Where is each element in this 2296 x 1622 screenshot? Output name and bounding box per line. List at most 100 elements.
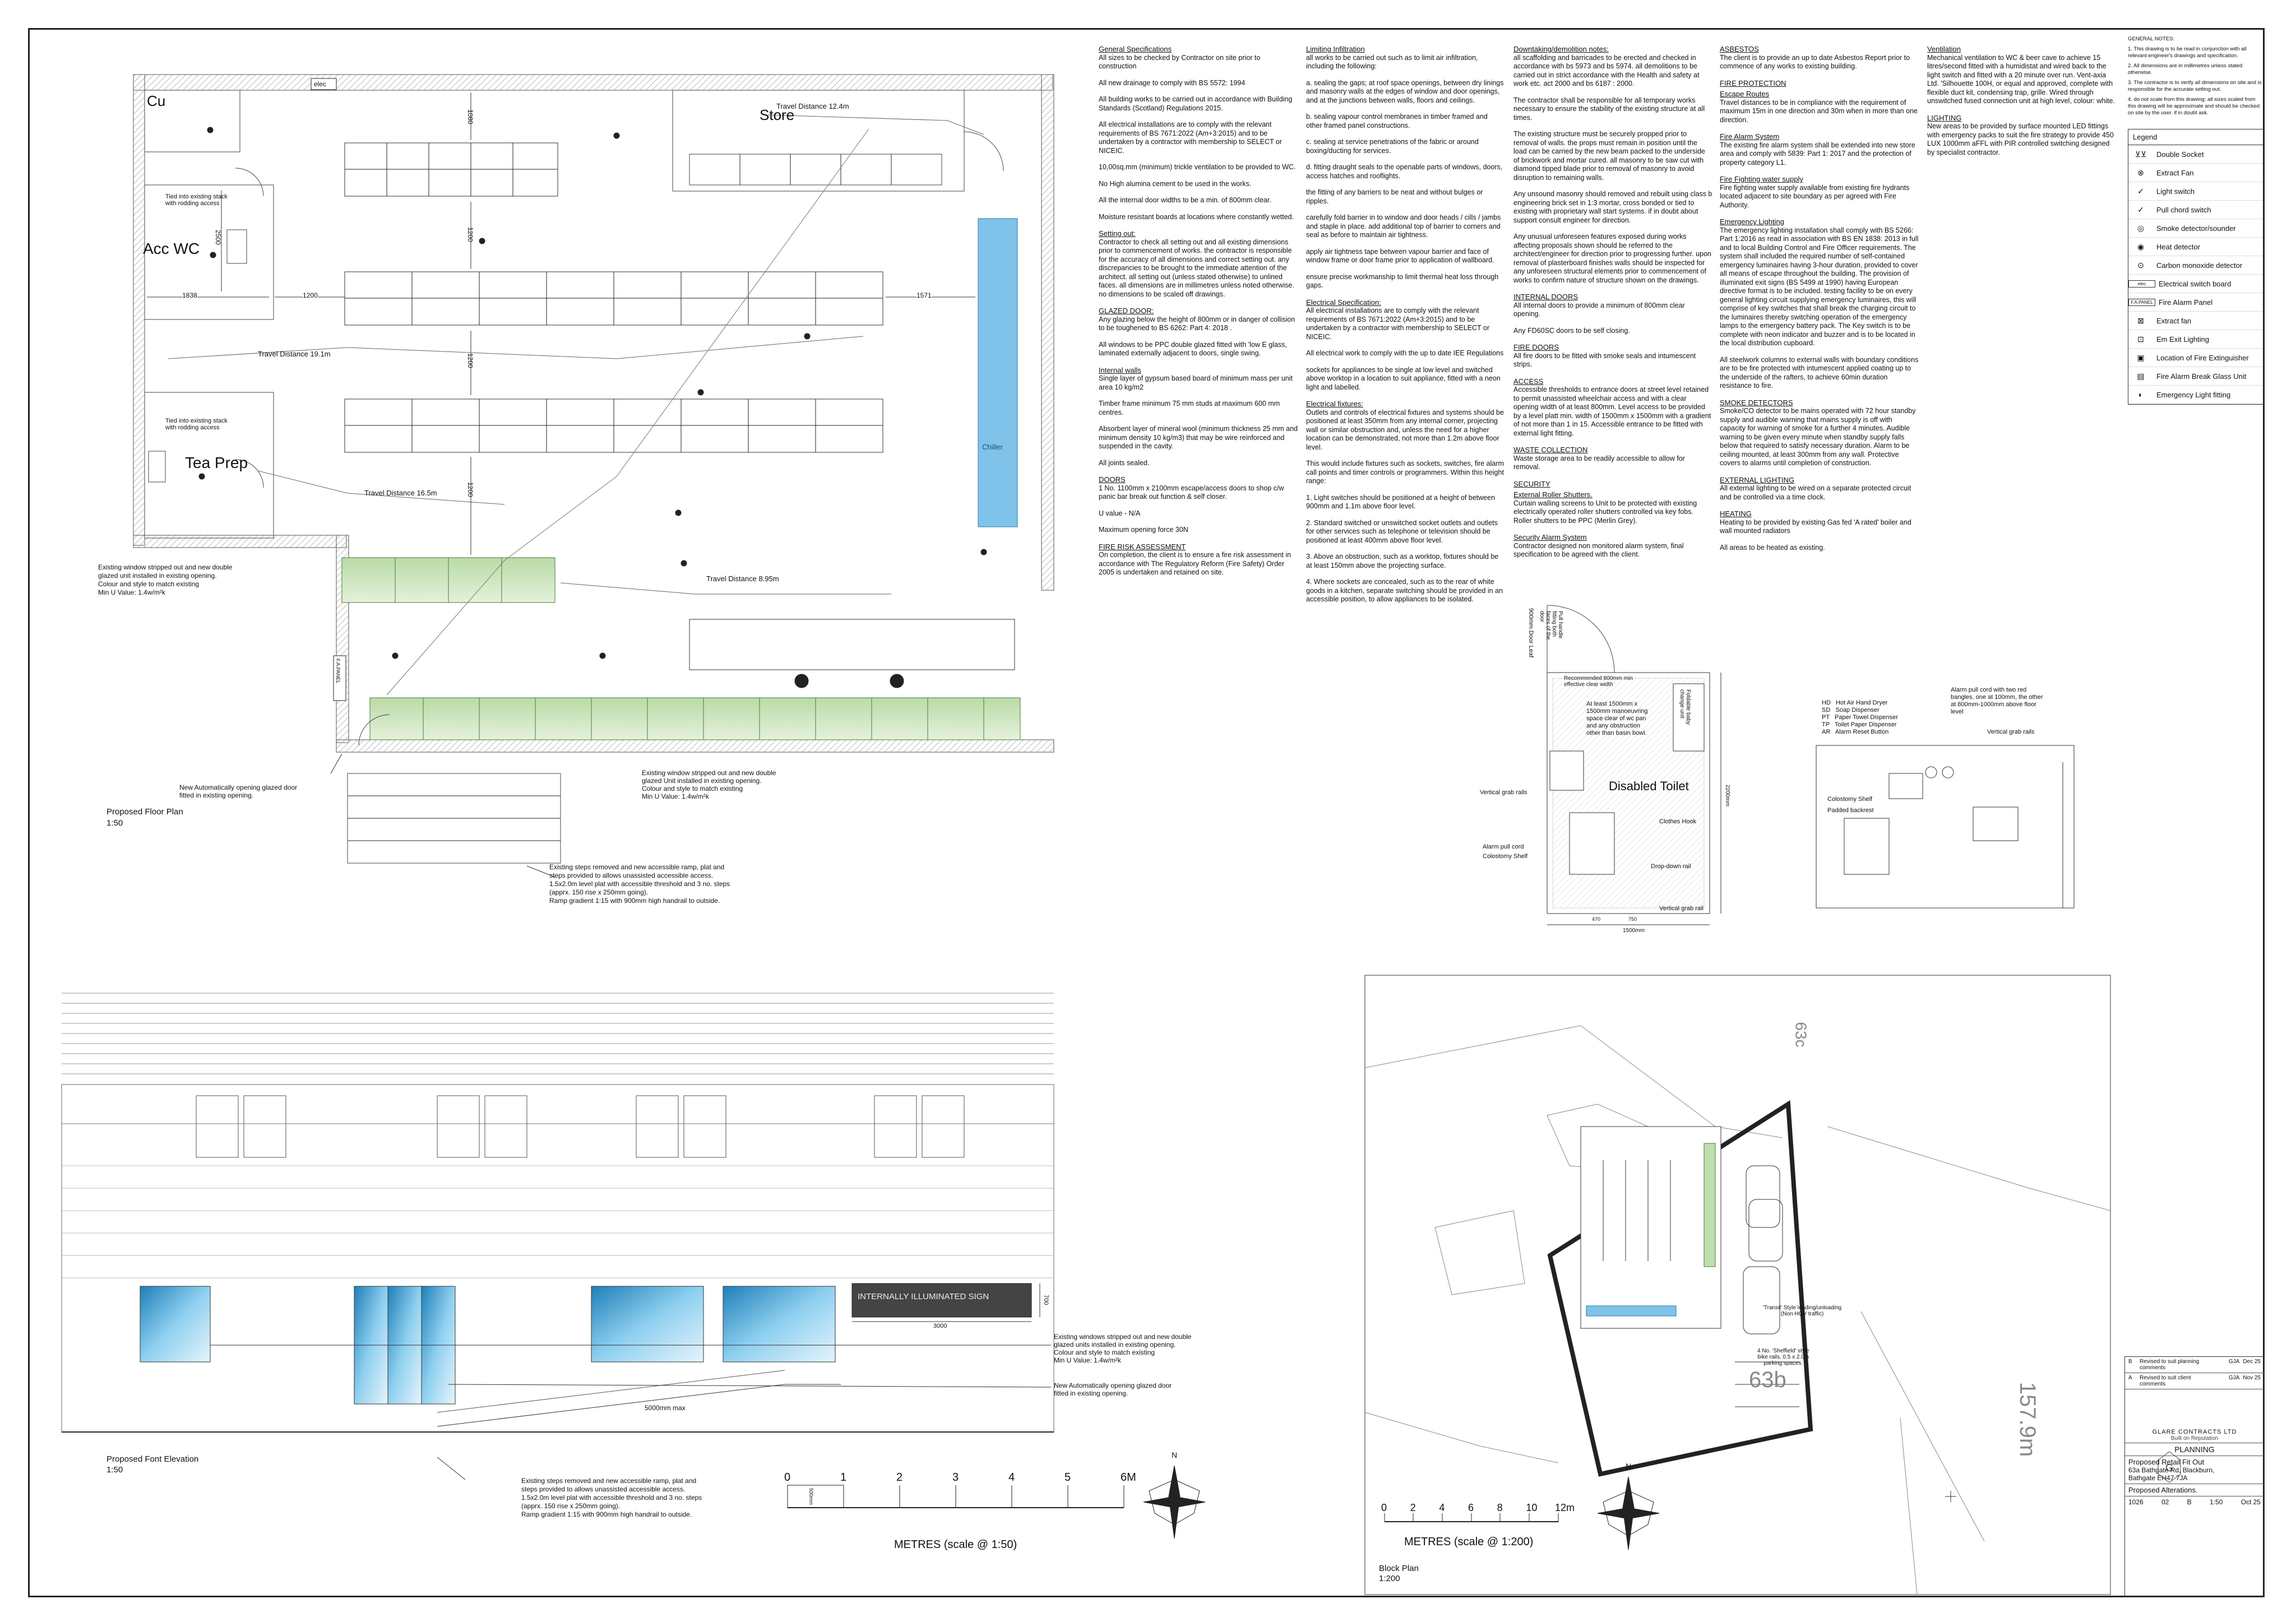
note-paragraph: Contractor designed non monitored alarm …	[1513, 541, 1684, 559]
legend-row: ▤Fire Alarm Break Glass Unit	[2128, 367, 2263, 386]
travel-distance-1: Travel Distance 12.4m	[776, 102, 849, 110]
legend-label: Smoke detector/sounder	[2156, 224, 2236, 233]
elev-note-door: New Automatically opening glazed door fi…	[1054, 1382, 1172, 1397]
toilet-key-item: HD Hot Air Hand Dryer	[1822, 699, 1888, 706]
elev-sd	[1942, 766, 1954, 778]
scale-tick-label: 10	[1526, 1502, 1538, 1513]
note-heading: SMOKE DETECTORS	[1720, 398, 1793, 407]
wall-right	[1041, 74, 1054, 591]
door-swing-store	[964, 131, 1004, 172]
elev-window-1	[140, 1286, 211, 1363]
drawing-date: Oct 25	[2241, 1498, 2261, 1506]
legend-symbol-icon: ◐	[2138, 390, 2144, 399]
note-heading: DOORS	[1099, 475, 1126, 484]
note-heading: Internal walls	[1099, 365, 1141, 374]
note-paragraph: c. sealing at service penetrations of th…	[1306, 138, 1479, 155]
note-paragraph: The emergency lighting installation shal…	[1720, 226, 1919, 347]
store-counter	[689, 154, 942, 186]
company-name: GLARE CONTRACTS LTD	[2152, 1429, 2237, 1435]
legend-row: ✓Pull chord switch	[2128, 201, 2263, 219]
note-paragraph: the fitting of any barriers to be neat a…	[1306, 188, 1483, 205]
scale-tick-label: 12m	[1555, 1502, 1575, 1513]
dim-1200b: 1200	[466, 353, 474, 368]
toilet-dim-750: 750	[1628, 916, 1637, 922]
toilet-vgrab: Vertical grab rails	[1480, 789, 1527, 796]
status: PLANNING	[2125, 1443, 2264, 1456]
room-label-acc-wc: Acc WC	[143, 240, 200, 257]
elev-alarm-note: Alarm pull cord with two red bangles, on…	[1951, 687, 2043, 715]
note-paragraph: 2. Standard switched or unswitched socke…	[1306, 518, 1498, 544]
legend-row: ◉Heat detector	[2128, 238, 2263, 256]
car-2	[1748, 1199, 1783, 1262]
note-paragraph: All windows to be PPC double glazed fitt…	[1099, 340, 1287, 358]
legend-label: Heat detector	[2156, 242, 2201, 251]
note-paragraph: All internal doors to provide a minimum …	[1513, 301, 1685, 318]
drawing-no: 1026	[2128, 1498, 2144, 1506]
block-loading: 'Transit' Style loading/unloading (Non H…	[1763, 1305, 1842, 1317]
wc-pan	[226, 229, 247, 264]
legend-row: ▣Location of Fire Extinguisher	[2128, 349, 2263, 367]
toilet-key-item: SD Soap Dispenser	[1822, 707, 1880, 713]
room-label-cu: Cu	[147, 92, 166, 109]
legend-label: Electrical switch board	[2159, 279, 2232, 288]
van	[1743, 1266, 1780, 1334]
note-paragraph: New areas to be provided by surface moun…	[1927, 122, 2114, 156]
elec-board	[311, 78, 337, 90]
toilet-baby: Foldable baby change unit	[1679, 689, 1691, 725]
note-paragraph: carefully fold barrier in to window and …	[1306, 214, 1501, 239]
note-heading: ASBESTOS	[1720, 45, 1759, 53]
legend-label: Extract fan	[2156, 316, 2192, 325]
note-paragraph: On completion, the client is to ensure a…	[1099, 551, 1292, 576]
toilet-door-swing	[1547, 605, 1615, 673]
note-paragraph: Heating to be provided by existing Gas f…	[1720, 518, 1911, 535]
legend-rows: ⊻⊻Double Socket⊗Extract Fan✓Light switch…	[2128, 145, 2263, 404]
cladding-lines	[62, 1165, 1054, 1278]
note-paragraph: a. sealing the gaps; at roof space openi…	[1306, 78, 1504, 104]
note-paragraph: All building works to be carried out in …	[1099, 95, 1293, 112]
door-swing-prep	[235, 459, 264, 488]
travel-distance-4: Travel Distance 8.95m	[706, 574, 779, 583]
elev-pan	[1844, 818, 1890, 875]
legend-symbol-icon: ⊻⊻	[2135, 149, 2147, 159]
note-heading: Electrical Specification:	[1306, 298, 1381, 307]
dim-1571: 1571	[916, 291, 932, 299]
toilet-recommended: Recommended 800mm min effective clear wi…	[1564, 675, 1633, 688]
block-frame	[1364, 975, 2111, 1595]
legend-row: ◎ Smoke detector/sounder	[2128, 219, 2263, 238]
room-store	[672, 90, 965, 192]
legend-symbol-icon: ⊠	[2137, 316, 2144, 325]
leader-steps-elev	[437, 1457, 466, 1480]
note-paragraph: All electrical installations are to comp…	[1099, 121, 1283, 155]
note-heading: General Specifications	[1099, 45, 1172, 53]
scale-bar-50-sub: 500mm	[808, 1488, 814, 1505]
note-heading: ACCESS	[1513, 377, 1544, 386]
label-elec: elec	[314, 80, 327, 88]
note-paragraph: Travel distances to be in compliance wit…	[1720, 98, 1918, 124]
note-paragraph: Any unusual unforeseen features exposed …	[1513, 233, 1711, 284]
company-logo: G	[2158, 1451, 2181, 1483]
elev-padded: Padded backrest	[1827, 807, 1874, 814]
note-heading: GLAZED DOOR:	[1099, 307, 1154, 315]
note-heading: Security Alarm System	[1513, 533, 1587, 541]
legend-label: Fire Alarm Panel	[2159, 298, 2213, 307]
compass-2-label: N	[1626, 1462, 1632, 1471]
travel-line-3	[257, 470, 505, 505]
drawing-frame	[28, 28, 2265, 1597]
block-chiller	[1586, 1305, 1677, 1317]
rev-b: B	[2128, 1359, 2132, 1365]
scale-bar-200	[1384, 1513, 1559, 1522]
legend-symbol-icon: ✓	[2137, 186, 2144, 196]
legend-symbol-icon: ◎	[2137, 223, 2145, 233]
note-window-left: Existing window stripped out and new dou…	[98, 563, 233, 596]
travel-distance-2: Travel Distance 19.1m	[258, 350, 331, 358]
legend-row: ⊠ Extract fan	[2128, 312, 2263, 330]
drawing-scale: 1:50	[2209, 1498, 2223, 1506]
note-heading: SECURITY	[1513, 479, 1550, 488]
legend-label: Extract Fan	[2156, 168, 2194, 177]
ramp	[437, 1384, 841, 1427]
sheet-no: 02	[2161, 1498, 2169, 1506]
note-heading: FIRE RISK ASSESSMENT	[1099, 542, 1186, 551]
